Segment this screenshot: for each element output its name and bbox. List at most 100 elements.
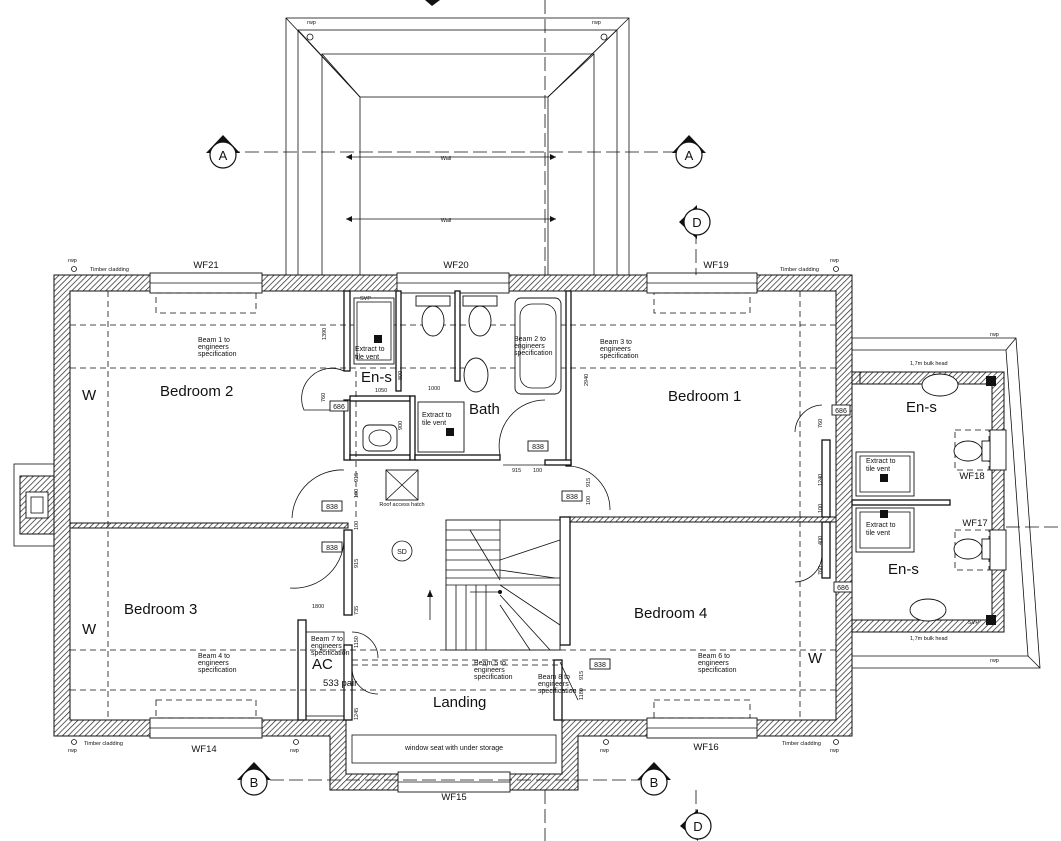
airing-cupboard [305, 631, 345, 717]
dim-1245: 1245 [354, 708, 360, 720]
window-label-wf15: WF15 [441, 792, 466, 803]
room-bedroom-1: Bedroom 1 [668, 388, 741, 405]
door-label-838: 838 [566, 494, 578, 501]
room-labels: Bedroom 2 Bedroom 1 Bedroom 3 Bedroom 4 … [82, 369, 937, 711]
rwp-label: rwp [830, 748, 839, 754]
door-label-686: 686 [333, 404, 345, 411]
wall-label-lower: Wall [441, 218, 452, 224]
staircase [427, 519, 561, 651]
rwp-label: rwp [600, 748, 609, 754]
dim-735: 735 [354, 606, 360, 615]
door-labels: 686 838 838 838 838 686 686 838 [321, 400, 853, 670]
room-ensuite-left: En-s [361, 369, 392, 386]
sanitary-fixtures [353, 295, 996, 625]
wall-label-upper: Wall [441, 156, 452, 162]
window-label-wf20: WF20 [443, 260, 468, 271]
dim-915: 915 [512, 468, 521, 474]
room-bath: Bath [469, 401, 500, 418]
dim-800: 800 [398, 371, 404, 380]
window-label-wf18: WF18 [959, 471, 984, 482]
rwp-label: rwp [990, 332, 999, 338]
beam-2-note: Beam 2 to [514, 336, 546, 343]
door-label-838: 838 [532, 444, 544, 451]
roof-access-label: Roof access hatch [379, 502, 424, 508]
section-marker-b-right: B [637, 762, 671, 796]
svp-note: SVP [968, 620, 979, 626]
dim-100: 100 [586, 496, 592, 505]
dim-760: 760 [818, 419, 824, 428]
window-seat: window seat with under storage [351, 734, 557, 764]
right-annex-roof: rwp rwp [852, 332, 1041, 669]
dim-400: 400 [818, 536, 824, 545]
dim-300: 100 [354, 521, 360, 530]
rwp-label: rwp [592, 20, 601, 26]
section-marker-d-bottom: D [680, 809, 712, 841]
dim-2940: 2940 [584, 374, 590, 386]
dim-100: 100 [533, 468, 542, 474]
extract-note: Extract to [866, 522, 896, 529]
door-label-686: 686 [837, 585, 849, 592]
wardrobe-bedroom-3: W [82, 621, 97, 638]
svg-text:D: D [692, 215, 701, 230]
dim-1390: 1390 [322, 328, 328, 340]
svg-text:D: D [693, 819, 702, 834]
dim-900: 900 [398, 421, 404, 430]
timber-cladding-note: Timber cladding [782, 741, 821, 747]
door-label-838: 838 [326, 545, 338, 552]
beam-4-note: Beam 4 to [198, 653, 230, 660]
extract-note: Extract to [355, 346, 385, 353]
windows [149, 272, 1007, 793]
dimensions: 1390 1050 760 900 800 1000 2940 915 100 … [312, 328, 824, 720]
door-swings [289, 367, 823, 701]
rwp-label: rwp [290, 748, 299, 754]
svg-text:A: A [685, 148, 694, 163]
roof-projection: Wall Wall rwp rwp [285, 17, 630, 276]
rwp-label: rwp [990, 658, 999, 664]
window-label-wf19: WF19 [703, 260, 728, 271]
dim-1150: 1150 [354, 636, 360, 648]
bulk-head-note: 1,7m bulk head [910, 636, 948, 642]
room-ensuite-right-upper: En-s [906, 399, 937, 416]
window-labels: WF21 WF20 WF19 WF14 WF16 WF15 WF18 WF17 [191, 260, 987, 803]
room-ensuite-right-lower: En-s [888, 561, 919, 578]
dim-1800: 1800 [312, 604, 324, 610]
beam-5-note: Beam 5 to [474, 660, 506, 667]
window-label-wf21: WF21 [193, 260, 218, 271]
dim-760: 760 [818, 566, 824, 575]
window-label-wf17: WF17 [962, 518, 987, 529]
svg-text:B: B [650, 775, 659, 790]
roof-access-hatch: Roof access hatch [379, 469, 425, 508]
beam-6-note: Beam 6 to [698, 653, 730, 660]
dim-1180: 1180 [579, 688, 585, 700]
window-seat-label: window seat with under storage [404, 745, 503, 752]
beam-7-note: Beam 7 to [311, 636, 343, 643]
room-landing: Landing [433, 694, 486, 711]
section-marker-a-right: A [672, 135, 706, 169]
rwp-label: rwp [68, 258, 77, 264]
room-ac: AC [312, 656, 333, 673]
room-bedroom-2: Bedroom 2 [160, 383, 233, 400]
beam-1-note: Beam 1 to [198, 337, 230, 344]
rwp-label: rwp [830, 258, 839, 264]
svg-text:A: A [219, 148, 228, 163]
extract-note: Extract to [866, 458, 896, 465]
dim-760: 760 [321, 393, 327, 402]
section-markers: A A B B D D [206, 0, 712, 841]
dim-915: 915 [579, 671, 585, 680]
airing-cupboard-note: 533 pair [323, 678, 357, 689]
svp-note: SVP [360, 296, 371, 302]
room-bedroom-4: Bedroom 4 [634, 605, 707, 622]
